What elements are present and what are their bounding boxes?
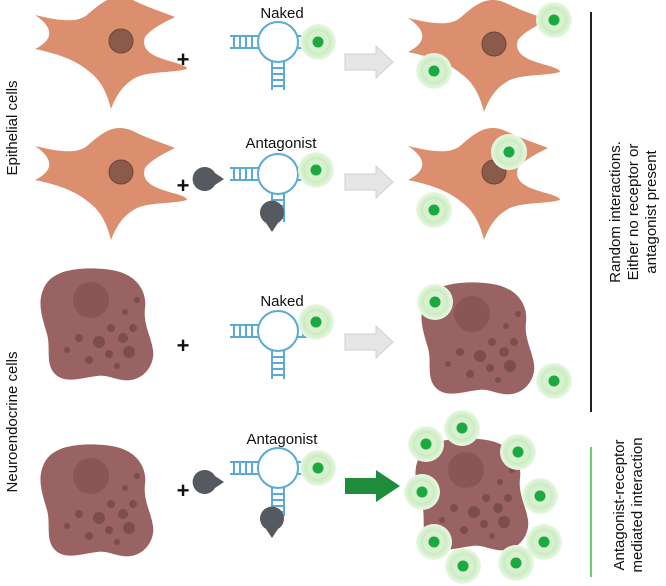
- fluorophore-icon: [300, 24, 336, 60]
- antagonist-icon: [260, 506, 284, 538]
- aptamer-label: Antagonist: [247, 431, 319, 448]
- arrow-icon: [344, 324, 394, 360]
- neuroendocrine-row-label: Neuroendocrine cells: [4, 352, 21, 493]
- random-line-3: antagonist present: [643, 149, 660, 273]
- aptamer-label: Naked: [260, 293, 303, 310]
- random-line-2: Either no receptor or: [625, 144, 642, 281]
- mediated-interaction-label: Antagonist-receptor mediated interaction: [611, 437, 646, 572]
- epithelial-row-label: Epithelial cells: [4, 80, 21, 175]
- fluorophore-icon: [445, 548, 481, 584]
- random-line-1: Random interactions.: [607, 141, 624, 283]
- fluorophore-icon: [417, 284, 453, 320]
- antagonist-icon: [192, 167, 224, 191]
- fluorophore-icon: [416, 53, 452, 89]
- epithelial-cell-icon: [34, 127, 188, 241]
- random-interaction-label: Random interactions. Either no receptor …: [607, 141, 660, 283]
- fluorophore-icon: [298, 304, 334, 340]
- fluorophore-icon: [416, 524, 452, 560]
- mediated-line-2: mediated interaction: [629, 437, 646, 572]
- fluorophore-icon: [298, 152, 334, 188]
- arrow-icon: [345, 470, 400, 502]
- fluorophore-icon: [491, 134, 527, 170]
- antagonist-icon: [192, 470, 224, 494]
- arrow-icon: [344, 164, 394, 200]
- fluorophore-icon: [500, 434, 536, 470]
- fluorophore-icon: [404, 474, 440, 510]
- epithelial-cell-icon: [34, 0, 188, 110]
- aptamer-label: Antagonist: [246, 135, 318, 152]
- antagonist-icon: [260, 200, 284, 232]
- fluorophore-icon: [408, 426, 444, 462]
- fluorophore-icon: [536, 2, 572, 38]
- fluorophore-icon: [444, 410, 480, 446]
- fluorophore-icon: [416, 192, 452, 228]
- plus-sign: +: [177, 47, 190, 72]
- plus-sign: +: [177, 333, 190, 358]
- aptamer-label: Naked: [260, 5, 303, 22]
- plus-sign: +: [177, 478, 190, 503]
- plus-sign: +: [177, 173, 190, 198]
- fluorophore-icon: [522, 478, 558, 514]
- fluorophore-icon: [526, 524, 562, 560]
- fluorophore-icon: [536, 363, 572, 399]
- mediated-line-1: Antagonist-receptor: [611, 440, 628, 571]
- neuroendocrine-cell-icon: [40, 268, 154, 381]
- neuroendocrine-cell-icon: [40, 444, 154, 557]
- arrow-icon: [344, 44, 394, 80]
- fluorophore-icon: [300, 450, 336, 486]
